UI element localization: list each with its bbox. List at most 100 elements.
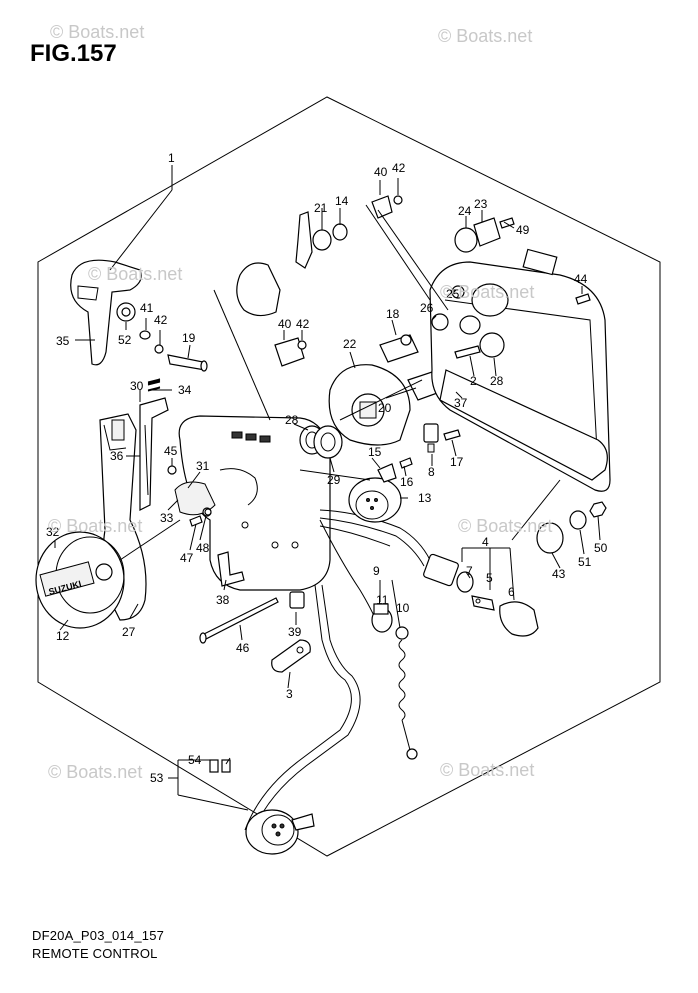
watermark-top-right: © Boats.net: [438, 26, 533, 46]
callout-3: 3: [286, 687, 293, 701]
callout-32: 32: [46, 525, 60, 539]
callout-24: 24: [458, 204, 472, 218]
part-bracket-38: [217, 551, 245, 587]
callout-28b: 28: [490, 374, 504, 388]
part-gear-plate-22: [328, 364, 411, 446]
part-washer-14: [332, 223, 348, 241]
part-26: [431, 313, 449, 331]
callout-labels: 1 2 3 4 5 6 7 8 9 10 11 12 13 14 15 16 1…: [46, 151, 608, 785]
watermark-upper-left: © Boats.net: [88, 264, 183, 284]
callout-5: 5: [486, 571, 493, 585]
callout-13: 13: [418, 491, 432, 505]
callout-8: 8: [428, 465, 435, 479]
part-42-lower: [297, 340, 307, 350]
callout-41: 41: [140, 301, 154, 315]
callout-31: 31: [196, 459, 210, 473]
part-48: [204, 508, 212, 516]
callout-36: 36: [110, 449, 124, 463]
part-42-upper: [393, 195, 403, 205]
callout-20: 20: [378, 401, 392, 415]
callout-18: 18: [386, 307, 400, 321]
callout-34: 34: [178, 383, 192, 397]
part-bushing-43: [536, 522, 564, 554]
callout-22: 22: [343, 337, 357, 351]
part-shaft-18: [379, 334, 419, 363]
callout-40a: 40: [374, 165, 388, 179]
part-clip-42: [154, 344, 164, 354]
callout-27: 27: [122, 625, 136, 639]
part-cover-disc-12: [35, 531, 125, 629]
harness-cable: [244, 584, 352, 831]
callout-16: 16: [400, 475, 414, 489]
part-screw-16: [399, 457, 413, 469]
wire-bundle: [319, 509, 431, 561]
callout-43: 43: [552, 567, 566, 581]
callout-52: 52: [118, 333, 132, 347]
figure-name: REMOTE CONTROL: [32, 946, 158, 961]
watermark-upper-right: © Boats.net: [440, 282, 535, 302]
part-ring-29: [313, 425, 343, 459]
part-bracket-30: [139, 397, 169, 511]
part-block-39: [289, 591, 305, 609]
callout-45: 45: [164, 444, 178, 458]
callout-15: 15: [368, 445, 382, 459]
part-cam-plate: [236, 262, 281, 317]
part-plate-3: [271, 639, 311, 673]
watermark-bottom-left: © Boats.net: [48, 762, 143, 782]
figure-code: DF20A_P03_014_157: [32, 928, 165, 943]
part-45: [167, 465, 177, 475]
callout-12: 12: [56, 629, 70, 643]
part-bolt-46: [199, 597, 279, 644]
callout-4: 4: [482, 535, 489, 549]
part-rail-37: [439, 369, 608, 481]
leader-lines: [54, 165, 601, 811]
part-buzzer-13: [348, 477, 402, 523]
watermark-top-left: © Boats.net: [50, 22, 145, 42]
part-lever-arm: [295, 211, 313, 269]
part-key-5: [471, 595, 495, 611]
callout-42a: 42: [392, 161, 406, 175]
part-screw-47: [189, 515, 203, 527]
callout-14: 14: [335, 194, 349, 208]
callout-9: 9: [373, 564, 380, 578]
part-pin-19: [167, 354, 208, 372]
callout-11: 11: [376, 593, 389, 607]
part-main-housing: [178, 415, 331, 591]
callout-44: 44: [574, 272, 588, 286]
part-ring-24: [454, 227, 478, 253]
callout-47: 47: [180, 551, 194, 565]
part-clip-15: [377, 463, 397, 483]
part-washer-51: [569, 510, 587, 530]
callout-54: 54: [188, 753, 202, 767]
callout-38: 38: [216, 593, 230, 607]
part-connector-plug: [522, 248, 558, 276]
part-screw-44: [575, 293, 591, 305]
part-40-lower: [274, 337, 305, 367]
callout-23: 23: [474, 197, 488, 211]
callout-21: 21: [314, 201, 328, 215]
callout-25: 25: [446, 287, 460, 301]
part-screw-49: [499, 217, 515, 229]
callout-26: 26: [420, 301, 434, 315]
part-switch-8: [423, 423, 439, 453]
callout-1: 1: [168, 151, 175, 165]
callout-10: 10: [396, 601, 410, 615]
callout-42b: 42: [154, 313, 168, 327]
part-40-upper: [371, 195, 393, 219]
callout-39: 39: [288, 625, 302, 639]
watermark-mid-right: © Boats.net: [458, 516, 553, 536]
callout-29: 29: [327, 473, 341, 487]
callout-19: 19: [182, 331, 196, 345]
watermark-bottom-right: © Boats.net: [440, 760, 535, 780]
part-knob-6: [499, 601, 539, 637]
callout-35: 35: [56, 334, 70, 348]
part-nut-50: [589, 501, 607, 518]
part-lanyard-switch: [319, 519, 418, 760]
callout-6: 6: [508, 585, 515, 599]
hexagon-frame: [37, 96, 661, 857]
callout-42c: 42: [296, 317, 310, 331]
callout-48: 48: [196, 541, 210, 555]
callout-30: 30: [130, 379, 144, 393]
part-connector-53: [245, 809, 315, 855]
